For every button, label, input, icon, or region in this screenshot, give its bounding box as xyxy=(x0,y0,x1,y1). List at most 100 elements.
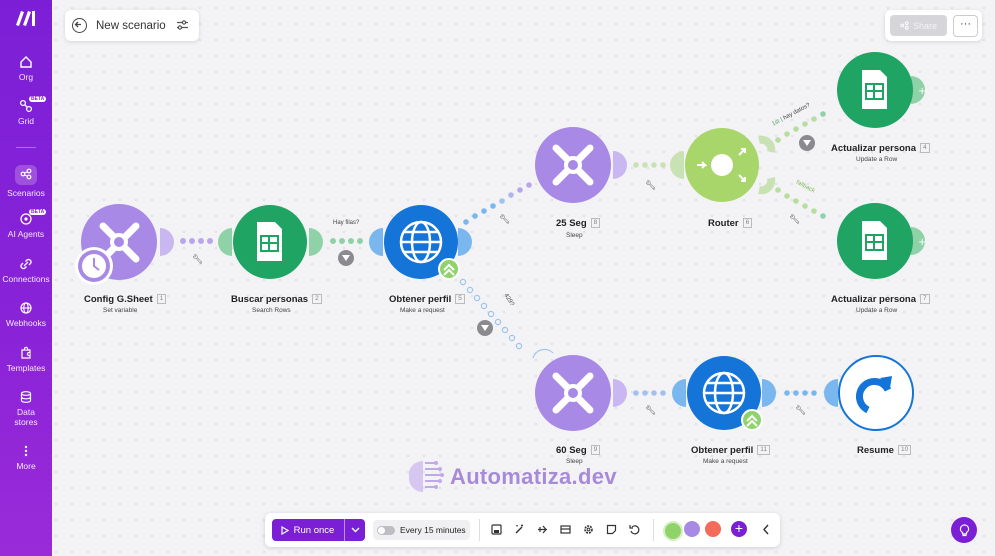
connector-buscar-obtener[interactable] xyxy=(330,238,363,244)
node-actualizar-persona-4[interactable]: + xyxy=(837,52,926,128)
sidebar-item-org[interactable]: Org xyxy=(0,55,52,82)
router-icon xyxy=(697,148,746,182)
connector-obtener-25seg[interactable] xyxy=(463,182,532,225)
help-lightbulb-button[interactable] xyxy=(951,517,977,543)
wrench-icon[interactable]: 🔧︎ xyxy=(192,254,203,265)
magic-wand-icon[interactable] xyxy=(512,522,526,536)
bottom-toolbar: Run once Every 15 minutes + xyxy=(265,513,780,547)
http-app-icon[interactable] xyxy=(705,521,721,537)
save-icon[interactable] xyxy=(489,522,503,536)
toolbar-divider xyxy=(479,519,480,541)
connector-obtener-60seg[interactable] xyxy=(459,278,554,359)
run-once-button[interactable]: Run once xyxy=(272,519,365,541)
node-obtener-perfil-1[interactable] xyxy=(369,205,472,280)
node-router[interactable] xyxy=(670,128,776,202)
globe-icon xyxy=(702,371,746,415)
scenario-title-card: New scenario xyxy=(65,10,199,41)
node-subtitle: Make a request xyxy=(703,458,748,465)
clock-icon[interactable] xyxy=(75,247,113,285)
make-logo-icon[interactable] xyxy=(14,9,38,27)
sidebar-item-ai-agents[interactable]: BETA AI Agents xyxy=(7,209,47,239)
connector-60seg-obtener2[interactable] xyxy=(633,390,666,396)
schedule-switch[interactable] xyxy=(377,525,395,535)
connector-config-buscar[interactable] xyxy=(180,238,213,244)
add-icon[interactable]: + xyxy=(918,237,926,248)
node-60-seg[interactable] xyxy=(535,355,627,431)
node-actualizar-persona-7[interactable]: + xyxy=(837,203,926,279)
filter-icon[interactable] xyxy=(338,250,354,266)
flow-control-icon[interactable] xyxy=(684,521,700,537)
node-25-seg[interactable] xyxy=(535,127,627,203)
schedule-toggle[interactable]: Every 15 minutes xyxy=(373,520,470,540)
node-resume[interactable] xyxy=(824,355,914,431)
filter-icon[interactable] xyxy=(477,320,493,336)
back-arrow-icon[interactable] xyxy=(72,18,87,33)
sidebar-item-templates[interactable]: Templates xyxy=(0,346,52,373)
node-subtitle: Update a Row xyxy=(856,307,898,314)
google-sheets-icon xyxy=(257,222,282,261)
add-icon[interactable]: + xyxy=(918,86,926,97)
toolbar-divider xyxy=(653,519,654,541)
connector-router-act1[interactable] xyxy=(775,111,826,143)
connector-obtener2-resume[interactable] xyxy=(784,390,817,396)
run-options-dropdown[interactable] xyxy=(344,519,366,541)
sidebar-item-webhooks[interactable]: Webhooks xyxy=(0,301,52,328)
sidebar-divider xyxy=(16,147,36,148)
chevrons-up-icon[interactable] xyxy=(438,258,460,280)
wrench-icon[interactable]: 🔧︎ xyxy=(645,405,656,416)
brain-circuit-icon xyxy=(408,461,444,492)
wrench-icon[interactable]: 🔧︎ xyxy=(789,214,800,225)
node-subtitle: Make a request xyxy=(400,307,445,314)
more-vertical-icon xyxy=(24,445,28,457)
undo-icon[interactable] xyxy=(627,522,641,536)
add-module-icon[interactable]: + xyxy=(731,521,747,537)
connector-router-act2[interactable] xyxy=(775,187,826,219)
google-sheets-icon xyxy=(862,221,887,260)
node-subtitle: Update a Row xyxy=(856,156,898,163)
play-icon xyxy=(281,525,289,535)
chevrons-up-icon[interactable] xyxy=(741,409,763,431)
chevron-left-icon[interactable] xyxy=(759,522,773,536)
more-options-button[interactable]: ··· xyxy=(953,15,978,37)
run-once-main[interactable]: Run once xyxy=(272,519,343,541)
redo-arrow-icon xyxy=(855,376,892,414)
node-config-gsheet[interactable] xyxy=(75,204,174,285)
sidebar-item-data-stores[interactable]: Data stores xyxy=(0,390,52,427)
wrench-icon[interactable]: 🔧︎ xyxy=(795,405,806,416)
table-icon[interactable] xyxy=(558,522,572,536)
share-button[interactable]: Share xyxy=(890,15,947,36)
google-sheets-icon xyxy=(862,70,887,109)
share-panel: Share ··· xyxy=(885,10,982,41)
lightbulb-icon xyxy=(959,523,969,536)
scenario-name[interactable]: New scenario xyxy=(96,19,166,32)
sidebar-item-connections[interactable]: Connections xyxy=(0,257,52,284)
connector-25seg-router[interactable] xyxy=(633,162,666,168)
settings-sliders-icon[interactable] xyxy=(176,19,189,31)
home-icon xyxy=(20,56,32,68)
node-subtitle: Set variable xyxy=(103,307,138,314)
note-icon[interactable] xyxy=(604,522,618,536)
globe-icon xyxy=(20,302,32,314)
node-buscar-personas[interactable] xyxy=(218,205,323,279)
node-obtener-perfil-11[interactable] xyxy=(672,356,776,431)
share-icon xyxy=(20,168,32,179)
wrench-icon[interactable]: 🔧︎ xyxy=(645,180,656,191)
sidebar-item-more[interactable]: More xyxy=(0,444,52,471)
chevron-down-icon xyxy=(351,527,360,533)
wrench-icon[interactable]: 🔧︎ xyxy=(499,214,510,225)
tools-app-icon[interactable] xyxy=(663,521,683,541)
gear-icon[interactable] xyxy=(581,522,595,536)
filter-icon[interactable] xyxy=(799,135,815,151)
sidebar-item-grid[interactable]: BETA Grid xyxy=(17,96,47,126)
node-subtitle: Sleep xyxy=(566,458,583,465)
airplane-icon[interactable] xyxy=(535,522,549,536)
sidebar-item-scenarios[interactable]: Scenarios xyxy=(0,165,52,198)
